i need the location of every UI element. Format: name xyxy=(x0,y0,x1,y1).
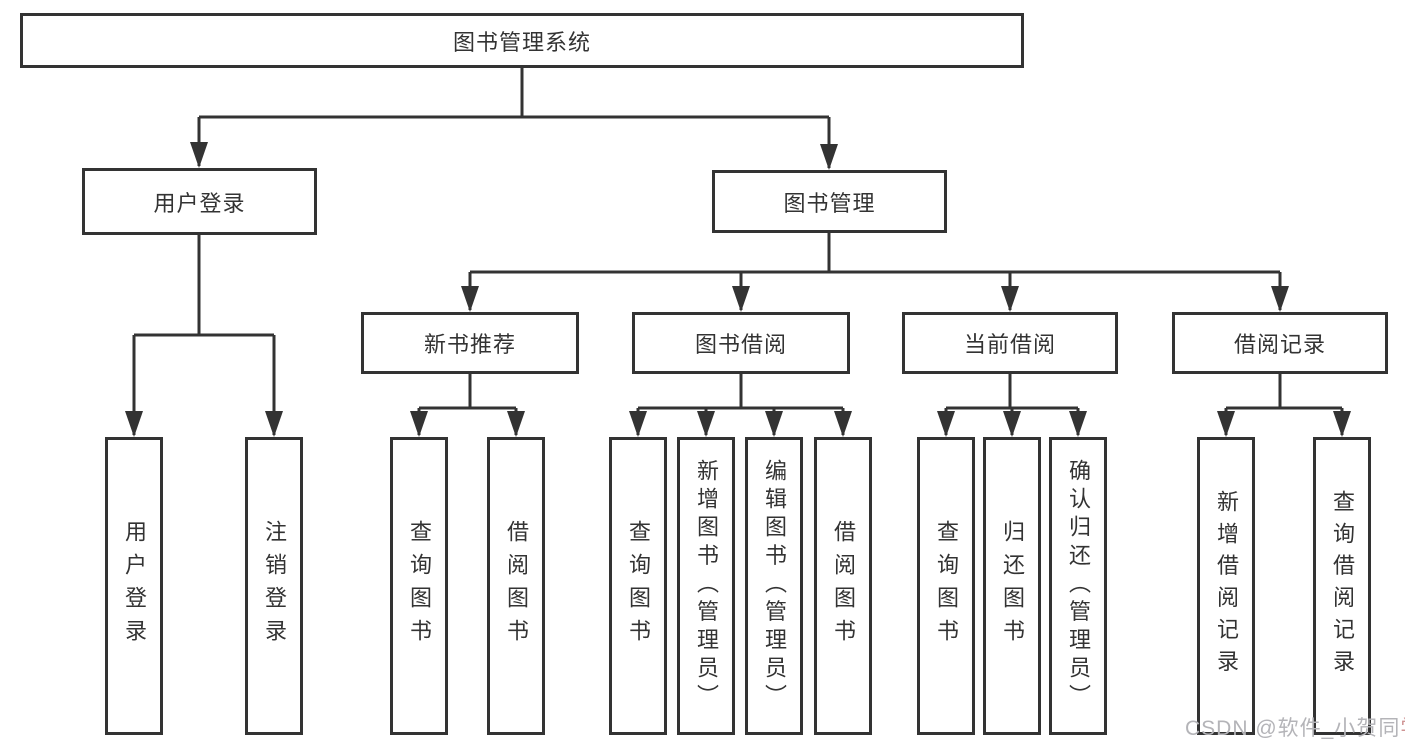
leaf-br-add-record: 新增借阅记录 xyxy=(1197,437,1255,735)
node-user-login: 用户登录 xyxy=(82,168,317,235)
leaf-br-query-record-label: 查询借阅记录 xyxy=(1330,490,1355,682)
node-book-borrow-label: 图书借阅 xyxy=(694,332,787,357)
leaf-bb-query-books: 查询图书 xyxy=(609,437,667,735)
csdn-watermark-accent: 学 xyxy=(1400,717,1405,740)
node-current-borrow: 当前借阅 xyxy=(902,312,1118,374)
leaf-nbr-borrow-books-label: 借阅图书 xyxy=(504,520,529,652)
connector-book-management-children xyxy=(461,233,1289,312)
node-user-login-label: 用户登录 xyxy=(153,190,246,216)
node-book-borrow: 图书借阅 xyxy=(632,312,850,374)
connector-root-to-level2 xyxy=(190,68,838,170)
connector-current-borrow-children xyxy=(937,374,1087,437)
leaf-br-add-record-label: 新增借阅记录 xyxy=(1214,490,1239,682)
leaf-logout-label: 注销登录 xyxy=(262,520,287,652)
leaf-cb-query-books-label: 查询图书 xyxy=(934,520,959,652)
leaf-cb-return-books-label: 归还图书 xyxy=(1000,520,1025,652)
leaf-cb-confirm-return-admin-label: 确认归还（管理员） xyxy=(1066,459,1091,713)
leaf-bb-add-books-admin-label: 新增图书（管理员） xyxy=(694,459,719,713)
leaf-nbr-query-books-label: 查询图书 xyxy=(407,520,432,652)
connector-book-borrow-children xyxy=(629,374,852,437)
leaf-user-login-label: 用户登录 xyxy=(122,520,147,652)
csdn-watermark: CSDN @软件_小贺同学 xyxy=(1185,712,1405,742)
node-root-label: 图书管理系统 xyxy=(452,29,591,55)
node-borrow-records: 借阅记录 xyxy=(1172,312,1388,374)
leaf-bb-borrow-books: 借阅图书 xyxy=(814,437,872,735)
leaf-user-login: 用户登录 xyxy=(105,437,163,735)
node-current-borrow-label: 当前借阅 xyxy=(963,332,1056,357)
node-borrow-records-label: 借阅记录 xyxy=(1233,332,1326,357)
node-new-book-recommend: 新书推荐 xyxy=(361,312,579,374)
leaf-cb-query-books: 查询图书 xyxy=(917,437,975,735)
leaf-cb-return-books: 归还图书 xyxy=(983,437,1041,735)
leaf-nbr-query-books: 查询图书 xyxy=(390,437,448,735)
leaf-bb-add-books-admin: 新增图书（管理员） xyxy=(677,437,735,735)
leaf-bb-borrow-books-label: 借阅图书 xyxy=(831,520,856,652)
leaf-cb-confirm-return-admin: 确认归还（管理员） xyxy=(1049,437,1107,735)
leaf-nbr-borrow-books: 借阅图书 xyxy=(487,437,545,735)
leaf-bb-edit-books-admin: 编辑图书（管理员） xyxy=(745,437,803,735)
node-book-management: 图书管理 xyxy=(712,170,947,233)
node-book-management-label: 图书管理 xyxy=(783,190,876,216)
connector-new-book-children xyxy=(410,374,525,437)
leaf-bb-edit-books-admin-label: 编辑图书（管理员） xyxy=(762,459,787,713)
leaf-bb-query-books-label: 查询图书 xyxy=(626,520,651,652)
connector-borrow-records-children xyxy=(1217,374,1351,437)
csdn-watermark-text: CSDN @软件_小贺同 xyxy=(1185,717,1401,740)
leaf-br-query-record: 查询借阅记录 xyxy=(1313,437,1371,735)
leaf-logout: 注销登录 xyxy=(245,437,303,735)
node-new-book-recommend-label: 新书推荐 xyxy=(423,332,516,357)
node-root: 图书管理系统 xyxy=(20,13,1024,68)
connector-user-login-children xyxy=(125,235,283,437)
